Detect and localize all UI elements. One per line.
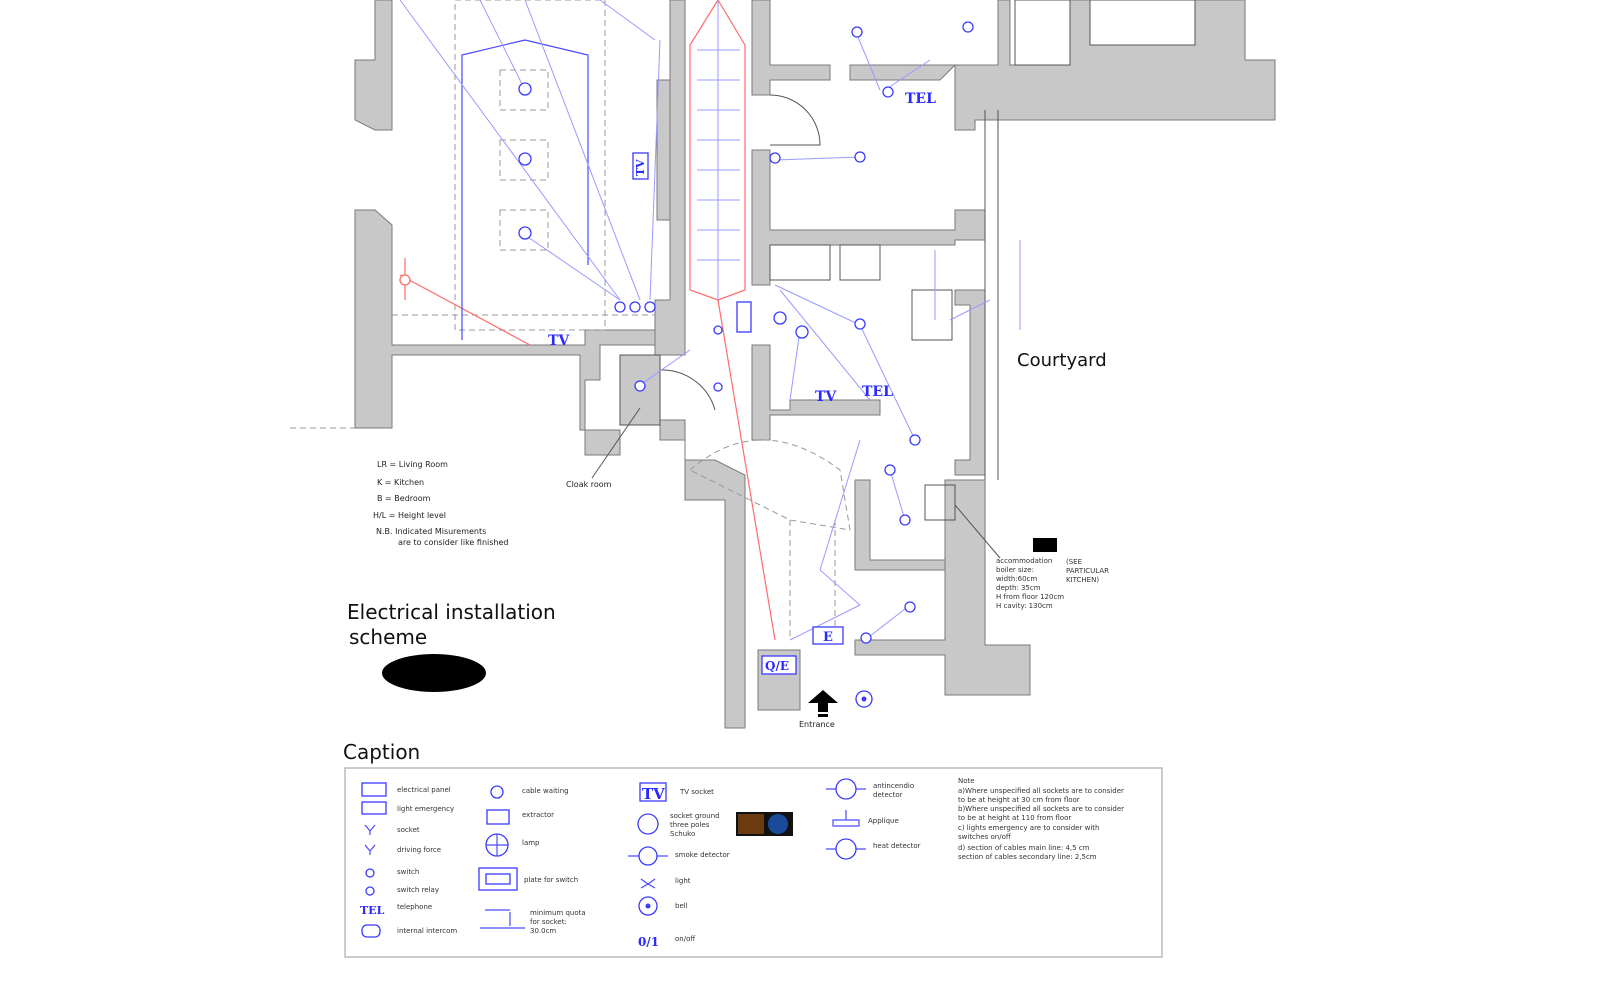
corridor-wiring xyxy=(399,0,776,641)
tel-label-kitchen: TEL xyxy=(862,384,893,400)
label-text: driving force xyxy=(397,846,441,854)
caption-legend: Caption TEL electrical panel light emerge… xyxy=(343,740,1163,958)
cloak-room-label: Cloak room xyxy=(566,480,612,489)
telephone-legend-icon: TEL xyxy=(360,904,385,917)
label-text: to be at height at 110 from floor xyxy=(958,814,1071,822)
label-text: LR = Living Room xyxy=(377,460,448,469)
label-text: N.B. Indicated Misurements xyxy=(376,527,486,536)
label-text: bell xyxy=(675,902,688,910)
label-text: heat detector xyxy=(873,842,921,850)
tv-label-kitchen: TV xyxy=(815,389,837,405)
label-text: a)Where unspecified all sockets are to c… xyxy=(958,787,1124,795)
light-emergency-label: E xyxy=(823,630,833,645)
label-text: to be at height at 30 cm from floor xyxy=(958,796,1080,804)
label-text: (SEE xyxy=(1066,558,1082,566)
electrical-symbols xyxy=(382,21,1057,717)
boiler-note: accommodation boiler size: width:60cm de… xyxy=(996,557,1109,610)
label-text: H cavity: 130cm xyxy=(996,602,1053,610)
black-ellipse-mark xyxy=(382,654,486,692)
label-text: d) section of cables main line: 4,5 cm xyxy=(958,844,1090,852)
label-text: telephone xyxy=(397,903,432,911)
label-text: internal intercom xyxy=(397,927,457,935)
electrical-panel-label: Q/E xyxy=(765,659,789,673)
label-text: on/off xyxy=(675,935,695,943)
label-text: depth: 35cm xyxy=(996,584,1041,592)
on-off-legend-icon: 0/1 xyxy=(638,935,659,949)
label-text: c) lights emergency are to consider with xyxy=(958,824,1099,832)
scheme-title-line2: scheme xyxy=(349,625,427,649)
label-text: Note xyxy=(958,777,975,785)
label-text: extractor xyxy=(522,811,554,819)
blue-wiring xyxy=(399,0,1021,641)
caption-title: Caption xyxy=(343,740,420,764)
label-text: plate for switch xyxy=(524,876,578,884)
label-text: H from floor 120cm xyxy=(996,593,1064,601)
label-text: light xyxy=(675,877,691,885)
label-text: boiler size: xyxy=(996,566,1034,574)
courtyard-label: Courtyard xyxy=(1017,350,1107,371)
label-text: K = Kitchen xyxy=(377,478,424,487)
tv-label-lr: TV xyxy=(548,333,570,349)
entrance-arrow-icon xyxy=(808,690,838,712)
label-text: section of cables secondary line: 2,5cm xyxy=(958,853,1097,861)
label-text: switch relay xyxy=(397,886,439,894)
scheme-title-line1: Electrical installation xyxy=(347,600,556,624)
tv-label-corridor: TV xyxy=(634,159,647,176)
plan-labels: TV TV TV TEL TEL E Q/E Courtyard Cloak r… xyxy=(347,91,1109,729)
label-text: lamp xyxy=(522,839,540,847)
tel-label-top: TEL xyxy=(905,91,936,107)
dashed-outlines xyxy=(290,0,1196,640)
label-text: antincendio xyxy=(873,782,914,790)
label-text: KITCHEN) xyxy=(1066,576,1099,584)
label-text: Applique xyxy=(868,817,899,825)
label-text: b)Where unspecified all sockets are to c… xyxy=(958,805,1124,813)
label-text: 30.0cm xyxy=(530,927,556,935)
label-text: electrical panel xyxy=(397,786,451,794)
label-text: three poles xyxy=(670,821,710,829)
label-text: light emergency xyxy=(397,805,454,813)
label-text: switch xyxy=(397,868,419,876)
label-text: switches on/off xyxy=(958,833,1011,841)
label-text: detector xyxy=(873,791,903,799)
label-text: accommodation xyxy=(996,557,1052,565)
label-text: Schuko xyxy=(670,830,695,838)
label-text: cable waiting xyxy=(522,787,569,795)
entrance-label: Entrance xyxy=(799,720,835,729)
label-text: smoke detector xyxy=(675,851,730,859)
tv-legend-icon: TV xyxy=(642,785,665,803)
label-text: minimum quota xyxy=(530,909,586,917)
label-text: are to consider like finished xyxy=(398,538,508,547)
label-text: H/L = Height level xyxy=(373,511,446,520)
label-text: socket xyxy=(397,826,420,834)
label-text: TV socket xyxy=(679,788,714,796)
abbreviations: LR = Living Room K = Kitchen B = Bedroom… xyxy=(373,460,508,547)
notes: Note a)Where unspecified all sockets are… xyxy=(958,777,1124,861)
label-text: B = Bedroom xyxy=(377,494,431,503)
label-text: PARTICULAR xyxy=(1066,567,1109,575)
label-text: socket ground xyxy=(670,812,720,820)
label-text: for socket: xyxy=(530,918,567,926)
label-text: width:60cm xyxy=(996,575,1037,583)
